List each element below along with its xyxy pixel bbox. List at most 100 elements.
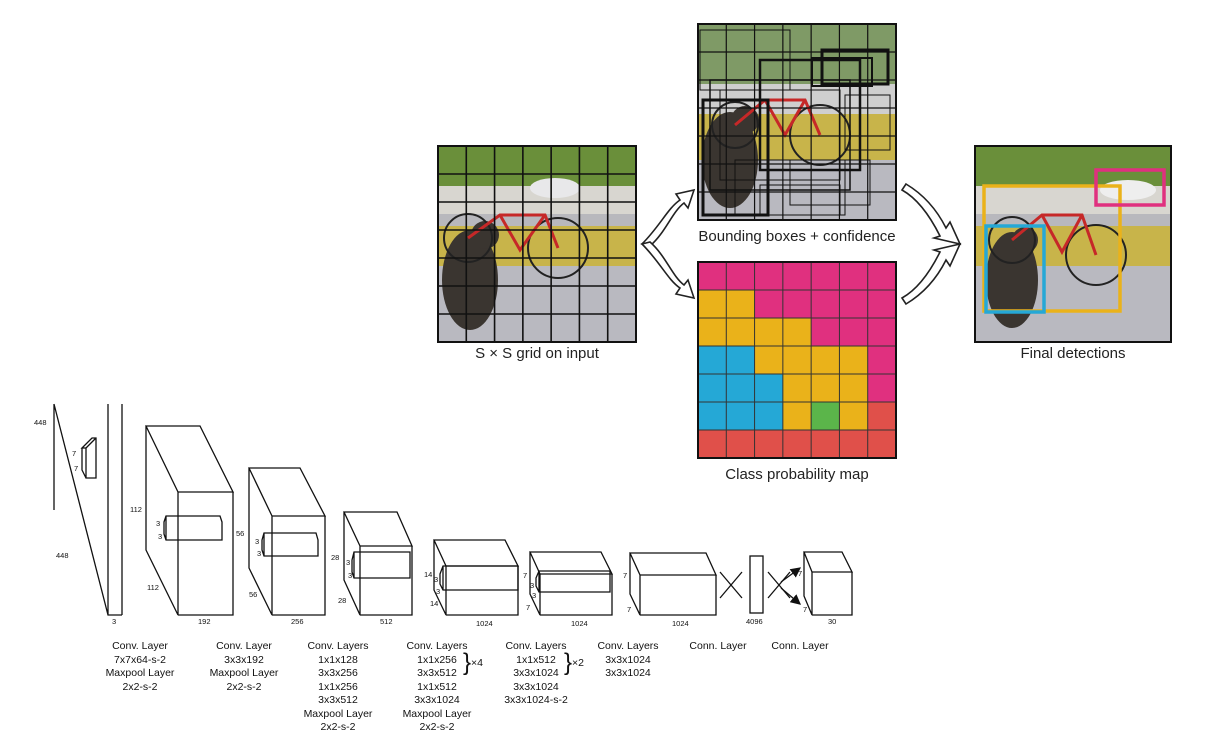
l1-h2-label: 112 [147, 583, 159, 592]
class-cell [839, 318, 869, 347]
l5-h2-label: 7 [526, 603, 530, 612]
l2-h2-label: 56 [249, 590, 257, 599]
l5-d-label: 1024 [571, 619, 588, 628]
l4-d-label: 1024 [476, 619, 493, 628]
network-architecture [53, 403, 854, 616]
class-cell [726, 402, 756, 431]
l3-h2-label: 28 [338, 596, 346, 605]
car-box [1094, 168, 1166, 207]
out-h2-label: 7 [803, 605, 807, 614]
input-kernel [80, 437, 97, 479]
l6-h2-label: 7 [627, 605, 631, 614]
layer3-block [342, 511, 413, 616]
class-cell [754, 262, 784, 291]
dimension-labels: 448 448 3 7 7 112 112 192 3 3 56 56 256 … [34, 418, 836, 628]
class-cell [867, 346, 897, 375]
out-d-label: 30 [828, 617, 836, 626]
class-cell [782, 318, 812, 347]
layer2-block [247, 467, 327, 616]
class-cell [811, 346, 840, 375]
class-cell [726, 318, 756, 347]
class-cell [867, 374, 897, 403]
l1-k1-label: 3 [156, 519, 160, 528]
layer1-block [144, 425, 235, 616]
class-cell [698, 346, 727, 375]
fc-cross-2 [767, 571, 791, 599]
bounding-boxes-image [697, 23, 897, 221]
caption-grid-input: S × S grid on input [475, 345, 599, 362]
output-block [803, 551, 854, 616]
input-image [437, 145, 637, 343]
l3-k1-label: 3 [346, 558, 350, 567]
fc-cross-1 [719, 571, 743, 599]
l6-d-label: 1024 [672, 619, 689, 628]
class-cell [782, 430, 812, 459]
l1-d-label: 192 [198, 617, 211, 626]
class-probability-map [697, 261, 897, 459]
l3-h1-label: 28 [331, 553, 339, 562]
class-cell [867, 318, 897, 347]
class-cell [782, 290, 812, 319]
class-cell [726, 374, 756, 403]
class-cell [811, 402, 840, 431]
class-cell [754, 318, 784, 347]
layer-caption-8: Conn. Layer [771, 640, 829, 652]
l5-k1-label: 3 [530, 581, 534, 590]
caption-class-map: Class probability map [725, 466, 869, 483]
class-cell [754, 290, 784, 319]
class-cell [839, 374, 869, 403]
l2-d-label: 256 [291, 617, 304, 626]
class-cell [811, 374, 840, 403]
class-cell [867, 430, 897, 459]
l4-h2-label: 14 [430, 599, 438, 608]
input-h-label: 448 [34, 418, 47, 427]
l2-k2-label: 3 [257, 549, 261, 558]
class-cell [726, 290, 756, 319]
class-cell [698, 374, 727, 403]
input-k1-label: 7 [72, 449, 76, 458]
class-cell [698, 262, 727, 291]
class-cell [867, 290, 897, 319]
class-cell [698, 402, 727, 431]
class-cell [726, 262, 756, 291]
layer5-block [528, 551, 614, 616]
out-h1-label: 7 [798, 569, 802, 578]
class-cell [782, 262, 812, 291]
class-cell [698, 318, 727, 347]
l6-h1-label: 7 [623, 571, 627, 580]
layer-caption-7: Conn. Layer [689, 640, 747, 652]
class-cell [754, 346, 784, 375]
l3-k2-label: 3 [348, 571, 352, 580]
l5-k2-label: 3 [532, 591, 536, 600]
class-cell [867, 402, 897, 431]
l4-k1-label: 3 [434, 575, 438, 584]
class-cell [782, 374, 812, 403]
class-cell [698, 430, 727, 459]
l1-k2-label: 3 [158, 532, 162, 541]
l1-h1-label: 112 [130, 505, 142, 514]
l4-h1-label: 14 [424, 570, 432, 579]
class-cell [754, 374, 784, 403]
input-d-label: 3 [112, 617, 116, 626]
repeat-brace-x4: }×4 [463, 649, 483, 676]
class-cell [839, 262, 869, 291]
dog-box [984, 224, 1046, 314]
class-cell [839, 346, 869, 375]
l4-k2-label: 3 [436, 587, 440, 596]
l2-h1-label: 56 [236, 529, 244, 538]
class-cell [726, 346, 756, 375]
final-detections-image [974, 145, 1172, 343]
l5-h1-label: 7 [523, 571, 527, 580]
class-cell [726, 430, 756, 459]
l2-k1-label: 3 [255, 537, 259, 546]
bicycle-box [982, 184, 1122, 313]
class-cell [782, 346, 812, 375]
class-cell [811, 430, 840, 459]
class-cell [839, 430, 869, 459]
